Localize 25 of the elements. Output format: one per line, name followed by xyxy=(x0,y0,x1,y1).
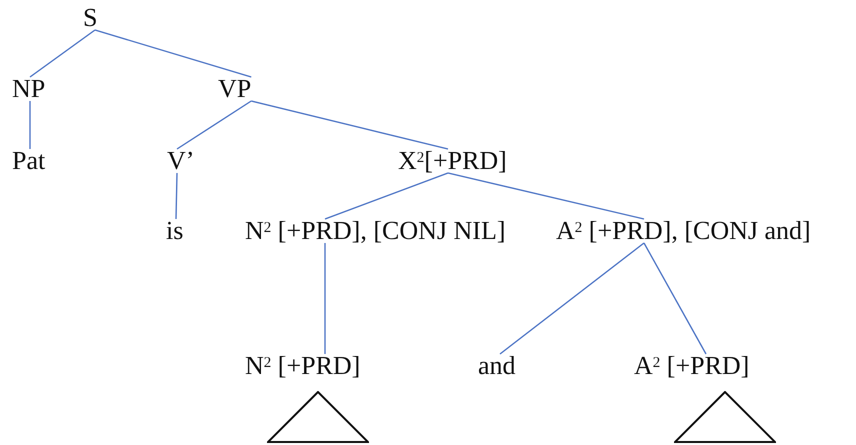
tree-branch xyxy=(324,243,326,354)
abbreviation-triangle xyxy=(267,391,369,443)
tree-branch xyxy=(500,242,644,355)
tree-branch xyxy=(94,29,252,78)
tree-label: S xyxy=(83,4,98,32)
tree-label: N$^{2}$ [+PRD] xyxy=(245,352,360,380)
abbreviation-triangle xyxy=(674,391,776,443)
tree-label: X$^{2}$[+PRD] xyxy=(398,147,507,175)
tree-label: NP xyxy=(12,75,46,103)
tree-branch xyxy=(448,172,644,220)
tree-label: N$^{2}$ [+PRD], [CONJ NIL] xyxy=(245,217,506,245)
tree-label: and xyxy=(478,352,516,380)
tree-label: V’ xyxy=(167,147,194,175)
tree-branch xyxy=(251,100,448,150)
tree-label: is xyxy=(166,217,184,245)
tree-label: A$^{2}$ [+PRD], [CONJ and] xyxy=(556,217,811,245)
tree-branch xyxy=(29,101,31,149)
tree-label: Pat xyxy=(12,147,46,175)
tree-label: VP xyxy=(218,75,252,103)
tree-branch xyxy=(175,172,178,220)
tree-branch xyxy=(643,242,707,354)
tree-branch xyxy=(324,172,448,220)
tree-branch xyxy=(30,29,96,78)
tree-label: A$^{2}$ [+PRD] xyxy=(634,352,750,380)
tree-branch xyxy=(176,100,252,150)
